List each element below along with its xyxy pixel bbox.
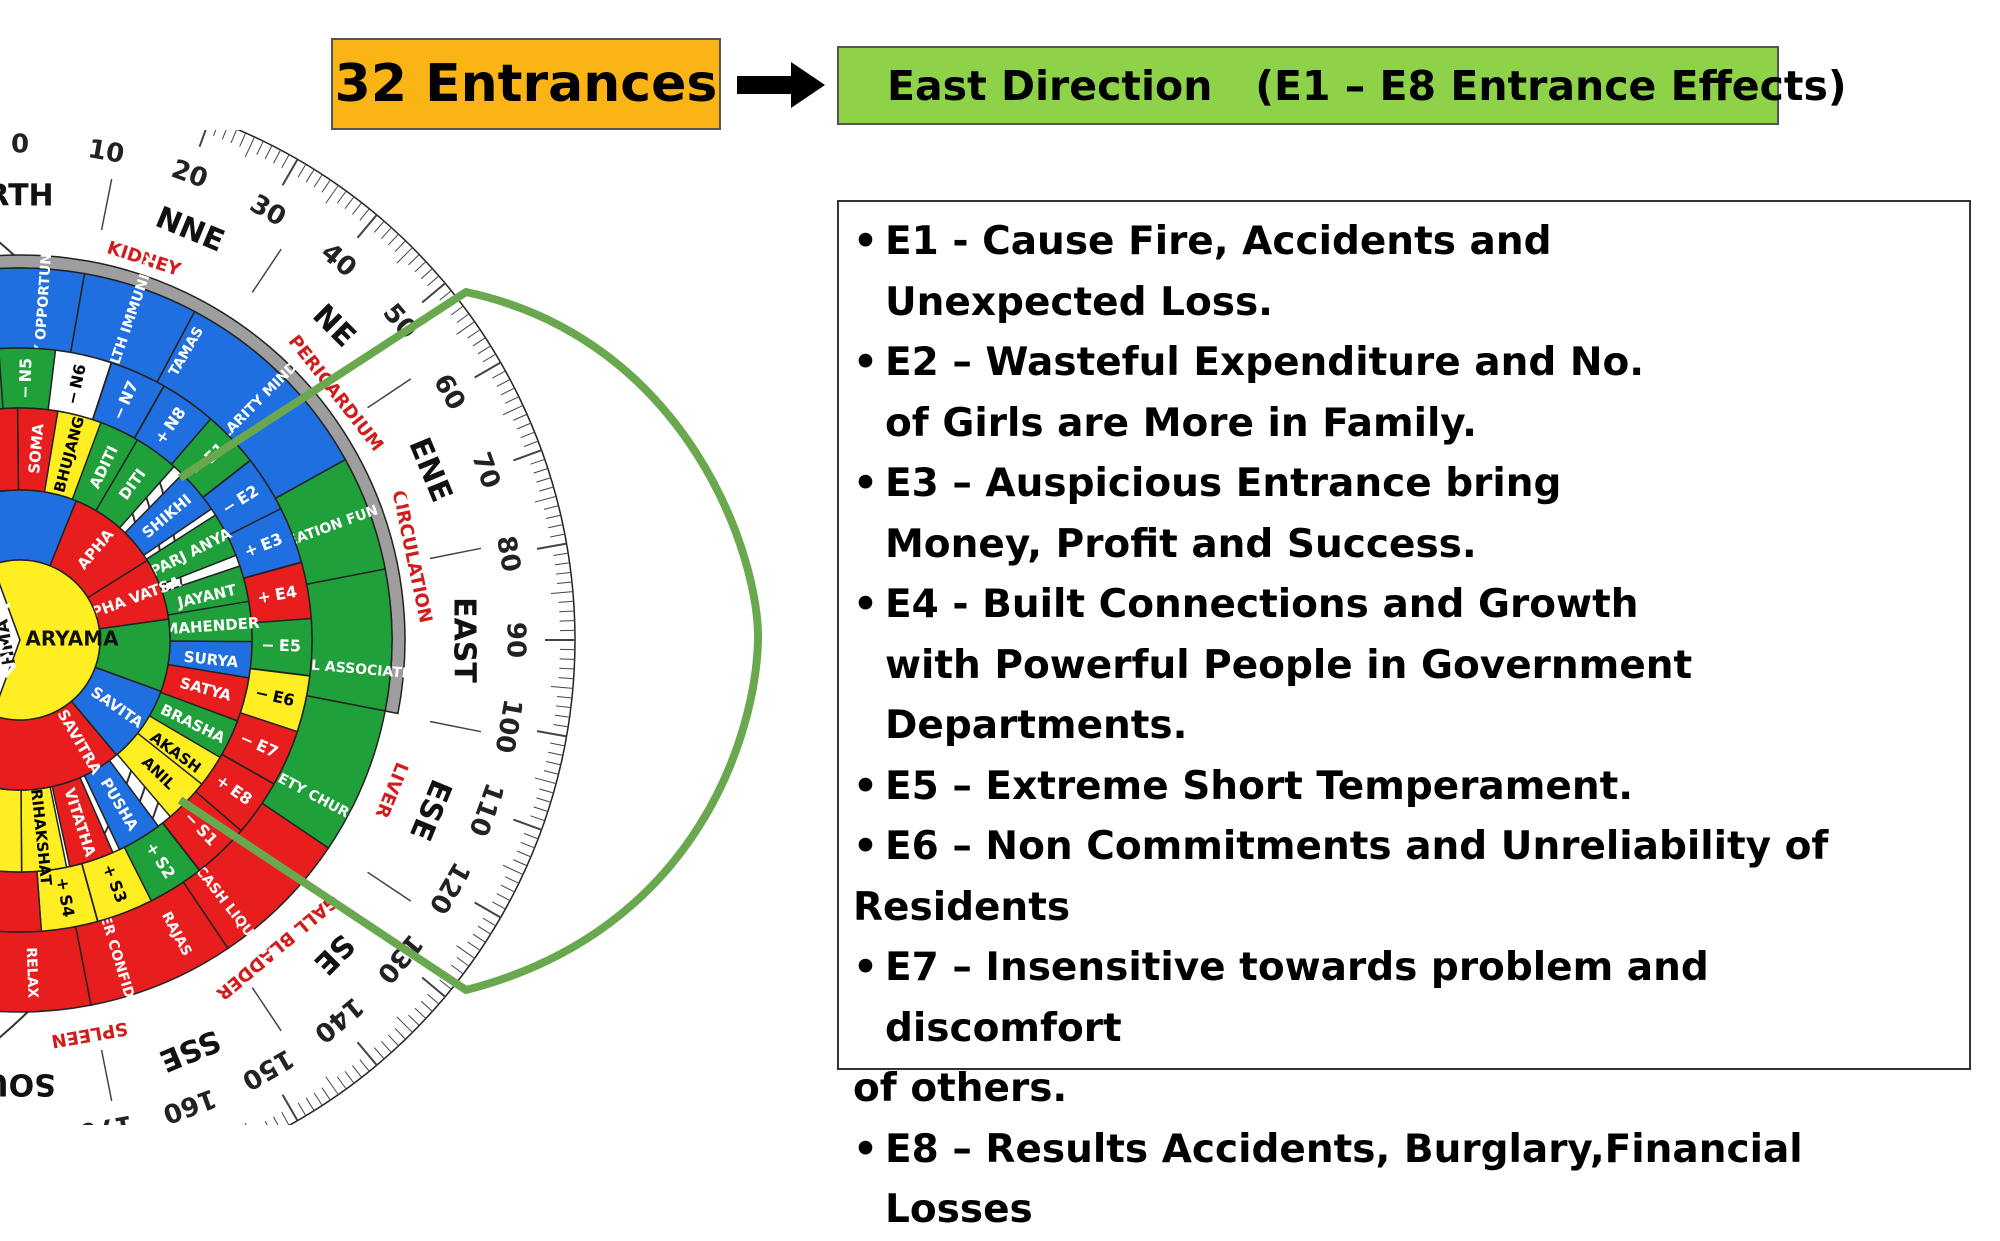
effect-text: E2 – Wasteful Expenditure and No.of Girl…: [885, 333, 1955, 454]
life-area-segment: [307, 569, 392, 711]
bullet: •: [853, 212, 885, 333]
degree-label: 90: [501, 622, 531, 658]
effect-text: E6 – Non Commitments and Unreliability o…: [885, 817, 1955, 938]
effect-line: E5 – Extreme Short Temperament.: [885, 757, 1955, 818]
direction-label: EAST: [447, 597, 482, 683]
effect-line: Unexpected Loss.: [885, 273, 1955, 334]
center-label-aryama: ARYAMA: [25, 627, 119, 651]
effect-text: E5 – Extreme Short Temperament.: [885, 757, 1955, 818]
life-area-label: RELAX: [23, 947, 41, 999]
effect-line: with Powerful People in Government Depar…: [885, 636, 1955, 757]
entrance-label: E5: [279, 636, 302, 656]
direction-label: SOU: [0, 1067, 56, 1102]
title-text: 32 Entrances: [335, 54, 718, 114]
effect-text: E8 – Results Accidents, Burglary,Financi…: [885, 1120, 1955, 1241]
title-box: 32 Entrances: [331, 38, 721, 130]
degree-label: 0: [11, 130, 29, 160]
entrance-label: N5: [16, 358, 36, 383]
bullet: •: [853, 1120, 885, 1241]
degree-label: 10: [86, 134, 127, 170]
effect-line: E2 – Wasteful Expenditure and No.: [885, 333, 1955, 394]
effect-line: of Girls are More in Family.: [885, 394, 1955, 455]
entrance-label: E4: [273, 582, 298, 604]
effect-item-e6: •E6 – Non Commitments and Unreliability …: [853, 817, 1955, 938]
bullet: •: [853, 454, 885, 575]
direction-label: RTH: [0, 179, 54, 214]
effect-line: Residents: [853, 878, 1955, 939]
deity-segment: [0, 781, 22, 872]
heading-box: East Direction (E1 – E8 Entrance Effects…: [837, 46, 1779, 125]
effect-item-e8: •E8 – Results Accidents, Burglary,Financ…: [853, 1120, 1955, 1241]
bullet: •: [853, 757, 885, 818]
effect-line: E8 – Results Accidents, Burglary,Financi…: [885, 1120, 1955, 1241]
entrance-sign: −: [15, 385, 34, 399]
bullet: •: [853, 333, 885, 454]
effect-line: of others.: [853, 1059, 1955, 1120]
effect-text: E7 – Insensitive towards problem and dis…: [885, 938, 1955, 1120]
effect-line: E7 – Insensitive towards problem and dis…: [885, 938, 1955, 1059]
heading-text: East Direction (E1 – E8 Entrance Effects…: [887, 62, 1847, 110]
effect-line: E1 - Cause Fire, Accidents and: [885, 212, 1955, 273]
arrow-right-icon: [737, 62, 825, 108]
entrance-label: S4: [56, 893, 79, 919]
degree-tick: [560, 621, 575, 622]
effect-line: E4 - Built Connections and Growth: [885, 575, 1955, 636]
effect-line: E3 – Auspicious Entrance bring: [885, 454, 1955, 515]
degree-label: 80: [490, 534, 526, 575]
entrance-sign: −: [261, 635, 275, 654]
degree-tick: [560, 659, 575, 660]
effect-line: Money, Profit and Success.: [885, 515, 1955, 576]
effect-item-e2: •E2 – Wasteful Expenditure and No.of Gir…: [853, 333, 1955, 454]
bullet: •: [853, 575, 885, 757]
degree-label: 1: [11, 1121, 29, 1126]
deity-segment: [0, 408, 18, 499]
effect-item-e7: •E7 – Insensitive towards problem and di…: [853, 938, 1955, 1120]
effect-item-e5: •E5 – Extreme Short Temperament.: [853, 757, 1955, 818]
effect-line: E6 – Non Commitments and Unreliability o…: [885, 817, 1955, 878]
